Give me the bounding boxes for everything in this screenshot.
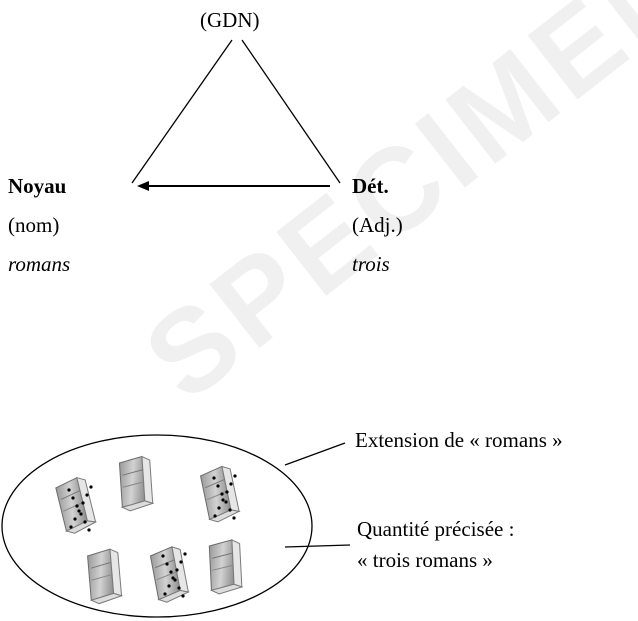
extension-leader-line [284,442,346,466]
triangle-right-edge [241,39,341,184]
noyau-word: romans [8,252,71,276]
triangle-left-edge [131,39,233,184]
noyau-category: (nom) [8,213,60,237]
book-icon [84,547,125,606]
det-category: (Adj.) [352,213,403,237]
quantity-leader-line [284,544,351,548]
det-word: trois [352,252,390,276]
quantity-label-line2: « trois romans » [357,548,493,572]
det-title: Dét. [352,174,389,198]
book-icon [204,537,247,597]
book-icon [199,464,241,524]
crossed-mark-icon [161,552,187,598]
arrow-head-icon [137,181,149,191]
book-icon [115,454,157,513]
gdn-label: (GDN) [200,8,260,32]
crossed-mark-icon [212,474,237,520]
extension-ellipse [1,434,313,618]
extension-label: Extension de « romans » [355,428,563,452]
quantity-label-line1: Quantité précisée : [357,517,515,541]
crossed-mark-icon [67,485,93,532]
noyau-title: Noyau [8,174,67,198]
